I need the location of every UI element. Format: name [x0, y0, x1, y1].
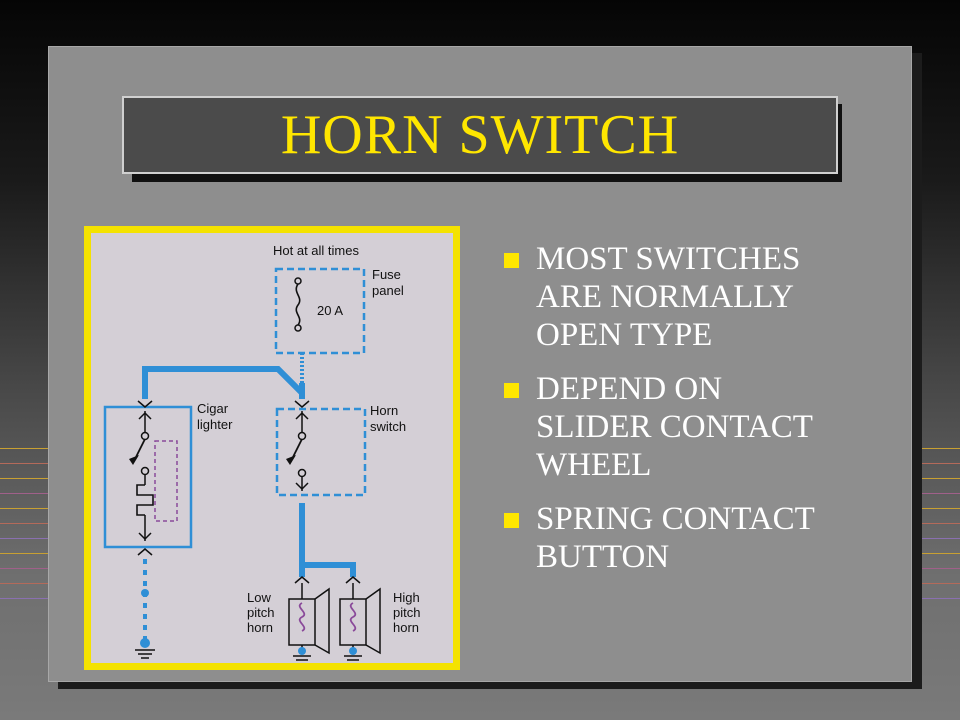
cigar-connector-top — [137, 400, 153, 408]
fuse-label-line1: Fuse — [372, 267, 401, 282]
cigar-switch-blade — [134, 438, 146, 460]
square-bullet-icon — [504, 383, 519, 398]
bullet-text: MOST SWITCHES ARE NORMALLY OPEN TYPE — [536, 241, 801, 353]
bullet-text: DEPEND ON SLIDER CONTACT WHEEL — [536, 371, 813, 483]
high-horn-ground-icon — [344, 647, 362, 661]
bullet-item: SPRING CONTACT BUTTON — [504, 500, 904, 576]
horn-switch-connector-top — [294, 400, 310, 408]
horn-switch-contact-1 — [297, 431, 307, 441]
cigar-contact-1 — [140, 431, 150, 441]
low-horn-label-line1: Low — [247, 590, 271, 605]
slide-title: HORN SWITCH — [280, 104, 680, 166]
horn-circuit-diagram: Hot at all times Fuse panel 20 A Cigar l… — [84, 226, 460, 670]
high-horn-connector — [345, 576, 361, 584]
cigar-arrow-up — [138, 411, 152, 420]
horn-switch-blade — [291, 438, 303, 460]
hot-at-all-times-label: Hot at all times — [273, 243, 359, 258]
high-horn-label-line1: High — [393, 590, 420, 605]
cigar-label-line1: Cigar — [197, 401, 229, 416]
cigar-switch-arrow — [129, 455, 139, 465]
low-pitch-horn-icon — [288, 583, 330, 655]
right-decorative-stripes — [916, 448, 960, 618]
horn-switch-label-line1: Horn — [370, 403, 398, 418]
high-horn-label-line3: horn — [393, 620, 419, 635]
horn-switch-contact-2 — [297, 468, 307, 478]
bullet-item: DEPEND ON SLIDER CONTACT WHEEL — [504, 370, 904, 484]
low-horn-label-line2: pitch — [247, 605, 274, 620]
cigar-connector-bottom — [137, 548, 153, 556]
title-box: HORN SWITCH — [122, 96, 838, 174]
bullet-text: SPRING CONTACT BUTTON — [536, 501, 815, 575]
square-bullet-icon — [504, 253, 519, 268]
fuse-label-line2: panel — [372, 283, 404, 298]
cigar-lighter-box — [103, 405, 193, 549]
low-horn-connector — [294, 576, 310, 584]
fuse-terminal-bottom — [294, 324, 302, 332]
heating-element-icon — [136, 484, 154, 516]
horn-switch-arrow — [286, 455, 296, 465]
horn-switch-label-line2: switch — [370, 419, 406, 434]
low-horn-ground-icon — [293, 647, 311, 661]
horn-switch-arrow-down — [295, 482, 309, 491]
horn-switch-arrow-up — [295, 411, 309, 420]
cigar-arrow-down — [138, 532, 152, 541]
cigar-splice-dot — [141, 589, 149, 597]
left-decorative-stripes — [0, 448, 48, 618]
fuse-rating-label: 20 A — [317, 303, 343, 318]
wiring-diagram: Hot at all times Fuse panel 20 A Cigar l… — [91, 233, 453, 663]
fuse-panel-box — [274, 267, 366, 355]
square-bullet-icon — [504, 513, 519, 528]
low-horn-label-line3: horn — [247, 620, 273, 635]
fuse-terminal-top — [294, 277, 302, 285]
high-horn-label-line2: pitch — [393, 605, 420, 620]
cigar-thermal-link — [154, 440, 178, 522]
high-pitch-horn-icon — [339, 583, 381, 655]
horn-feed-wire — [299, 503, 356, 577]
horn-switch-box — [275, 407, 367, 497]
fuse-icon — [295, 283, 301, 326]
bullet-item: MOST SWITCHES ARE NORMALLY OPEN TYPE — [504, 240, 904, 354]
cigar-label-line2: lighter — [197, 417, 233, 432]
bullet-list: MOST SWITCHES ARE NORMALLY OPEN TYPE DEP… — [504, 240, 904, 592]
supply-wire — [142, 366, 305, 399]
cigar-ground-icon — [135, 638, 155, 659]
cigar-contact-2 — [140, 466, 150, 476]
